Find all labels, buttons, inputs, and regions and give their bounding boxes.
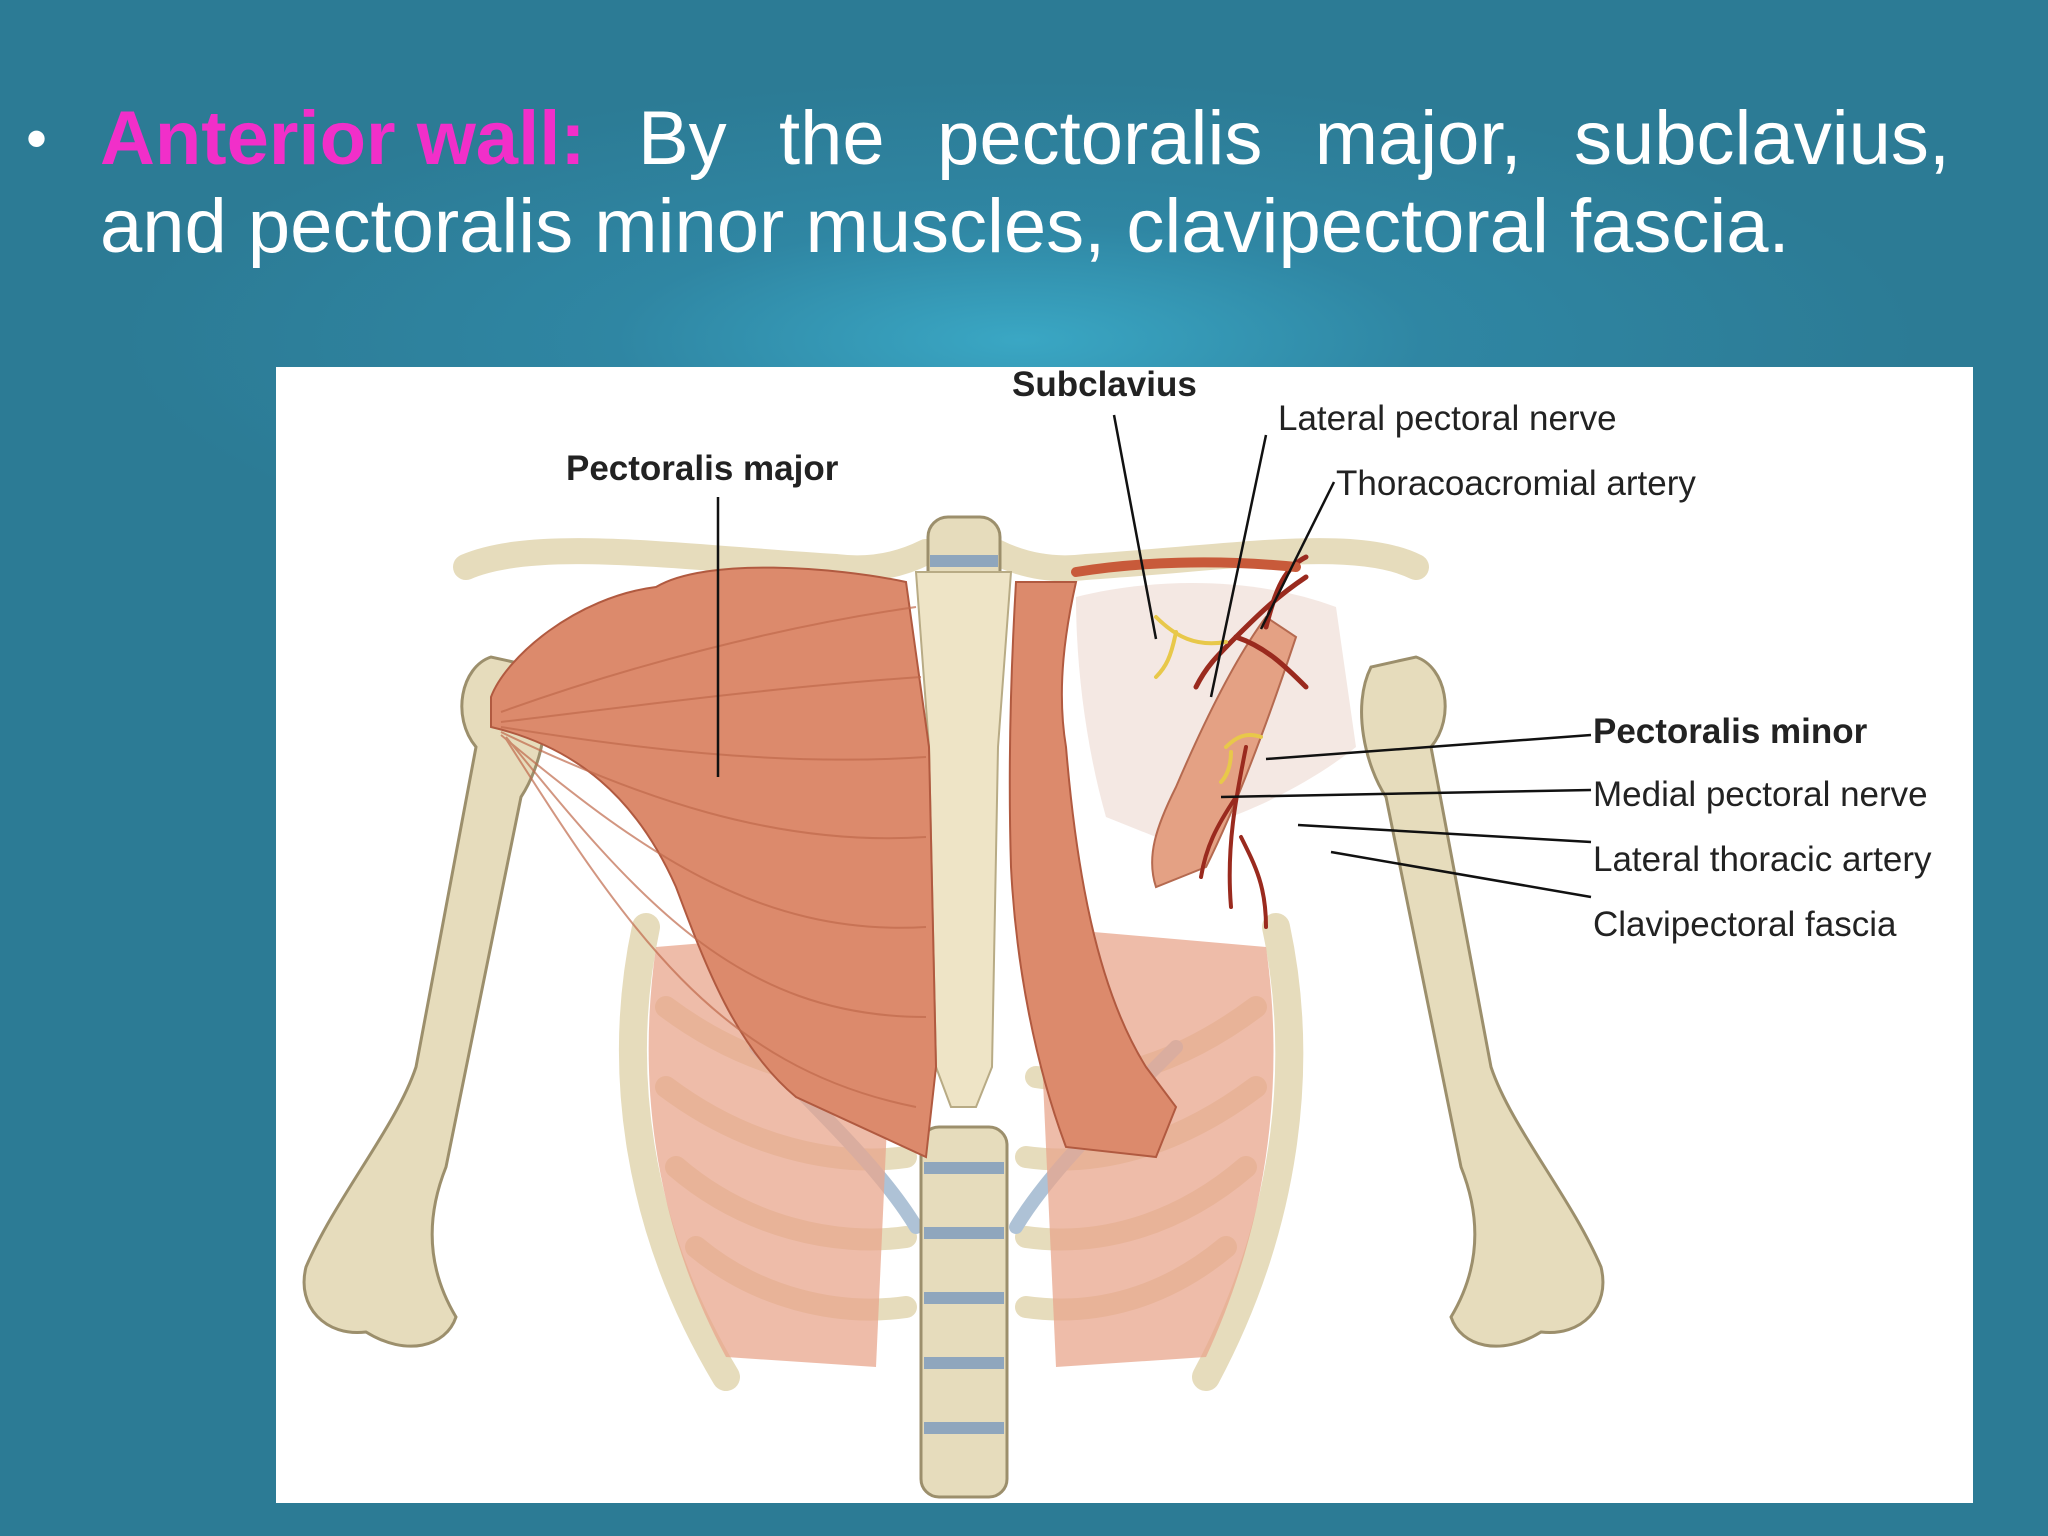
lateral-thoracic-artery (1199, 745, 1268, 929)
vertebral-column (919, 1125, 1009, 1499)
left-humerus (302, 655, 547, 1348)
subclavius-label: Subclavius (1012, 365, 1197, 404)
line1-word: the (779, 96, 885, 181)
bullet-line-2: and pectoralis minor muscles, clavipecto… (100, 184, 1790, 269)
anterior-wall-keyword: Anterior wall: (100, 96, 586, 181)
lateral-pectoral-nerve-label: Lateral pectoral nerve (1278, 399, 1617, 438)
line1-word: subclavius, (1574, 96, 1950, 181)
clavipectoral-fascia-label: Clavipectoral fascia (1593, 905, 1897, 944)
thorax-illustration (302, 414, 1605, 1499)
thoracoacromial-artery-label: Thoracoacromial artery (1336, 464, 1696, 503)
pectoral-nerves (1154, 615, 1263, 784)
bullet-marker: • (26, 105, 48, 172)
subclavius-muscle (1071, 557, 1301, 577)
line1-word: pectoralis (937, 96, 1263, 181)
pectoralis-major-fibers (500, 606, 927, 1108)
medial-pectoral-nerve-label: Medial pectoral nerve (1593, 775, 1928, 814)
line1-word: By (637, 96, 727, 181)
reflected-pectoralis-major (1008, 581, 1178, 1159)
right-humerus (1360, 655, 1605, 1348)
bullet-line-1: Anterior wall: By the pectoralis major, … (100, 95, 1950, 183)
pectoralis-minor-label: Pectoralis minor (1593, 712, 1868, 751)
pectoralis-major-label: Pectoralis major (566, 449, 839, 488)
line1-word: major, (1314, 96, 1522, 181)
leader-lines (716, 414, 1592, 899)
anatomy-figure: Subclavius Lateral pectoral nerve Pector… (276, 365, 1973, 1503)
lateral-thoracic-artery-label: Lateral thoracic artery (1593, 840, 1932, 879)
